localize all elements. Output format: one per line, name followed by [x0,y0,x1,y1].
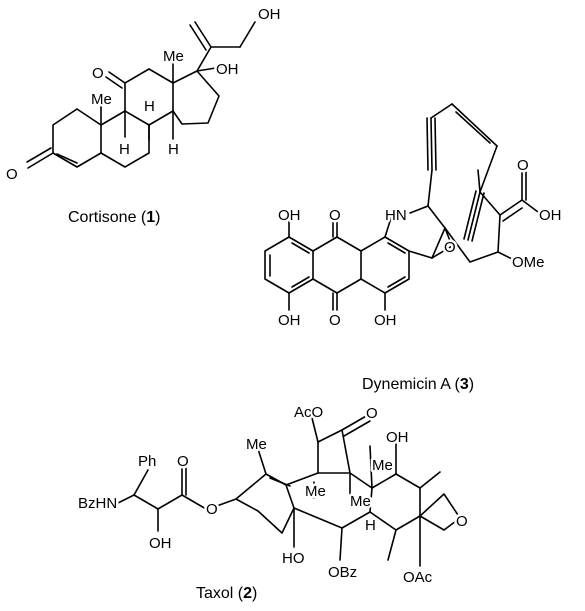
dynemicin-label-ome: OMe [512,254,545,271]
cortisone-number: 1 [146,209,155,226]
taxol-label-bzhn: BzHN [78,495,117,512]
taxol-label-me-a: Me [246,436,267,453]
taxol-label-oh-side: OH [149,535,172,552]
taxol-label-ketone-o: O [366,405,378,422]
dynemicin-label-oh-2: OH [278,312,301,329]
cortisone-bonds [26,21,256,169]
cortisone-label-oh-top: OH [258,6,281,23]
cortisone-name: Cortisone [68,209,137,226]
dynemicin-label-oh-3: OH [374,312,397,329]
dynemicin-label-o-q1: O [329,207,341,224]
cortisone-label-h-8: H [144,98,155,115]
taxol-label-ph: Ph [138,453,156,470]
dynemicin-label-epoxide-o: O [444,239,456,256]
cortisone-label-h-9: H [119,141,130,158]
dynemicin-label-nh: HN [385,207,407,224]
dynemicin-label-oh-1: OH [278,207,301,224]
taxol-label-oxetane-o: O [456,513,468,530]
taxol-label-aco: AcO [294,404,323,421]
cortisone-label-me-10: Me [91,91,112,108]
dynemicin-bonds [264,103,539,311]
cortisone-label-o-11: O [92,65,104,82]
taxol-label-obz: OBz [328,564,357,581]
taxol-label-h: H [365,517,376,534]
taxol-structure: AcO O OH Me Me Me Me H Ph O O BzHN OH HO… [76,402,471,603]
cortisone-structure: OH OH Me Me H H H O O Cortisone (1) [4,4,284,227]
taxol-label-oac: OAc [403,569,433,586]
taxol-label-me-b: Me [372,457,393,474]
dynemicin-label-o-q2: O [329,312,341,329]
taxol-bonds [115,414,461,567]
taxol-name: Taxol [196,585,233,602]
cortisone-label-oh-17: OH [216,61,239,78]
taxol-label-me-d: Me [350,493,371,510]
dynemicin-caption: Dynemicin A (3) [362,376,474,393]
dynemicin-number: 3 [460,376,469,393]
cortisone-caption: Cortisone (1) [68,209,161,226]
taxol-caption: Taxol (2) [196,585,257,602]
taxol-label-oh-top: OH [386,429,409,446]
dynemicin-name: Dynemicin A [362,376,451,393]
dynemicin-structure: OH OH OH O O HN O O OH OMe Dynemicin A (… [264,103,564,393]
cortisone-label-h-14: H [168,141,179,158]
taxol-label-ho: HO [282,550,305,567]
cortisone-label-o-3: O [6,166,18,183]
taxol-label-me-c: Me [305,483,326,500]
taxol-label-ester-o2: O [206,501,218,518]
taxol-number: 2 [243,585,252,602]
dynemicin-label-cooh-oh: OH [539,207,562,224]
cortisone-label-me-13: Me [163,48,184,65]
dynemicin-label-cooh-o: O [517,157,529,174]
taxol-label-ester-o: O [177,453,189,470]
